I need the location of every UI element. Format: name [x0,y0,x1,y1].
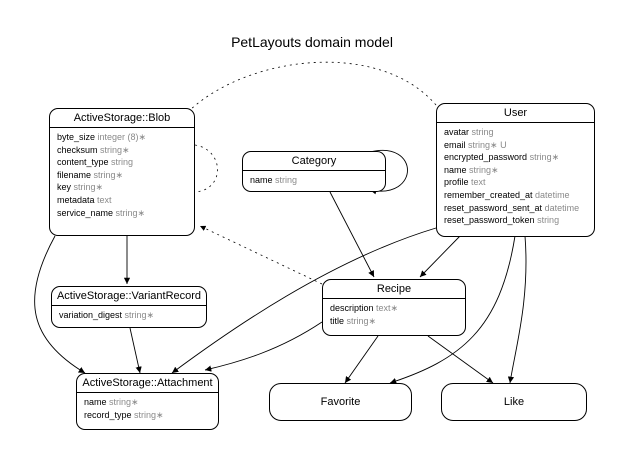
attribute-type: string∗ [97,144,130,155]
edge-user-favorite [389,235,516,385]
attribute-type: string∗ [122,310,155,320]
entity-attachment: ActiveStorage::Attachment name string∗re… [76,373,219,430]
attribute-type: string∗ [71,182,104,193]
edge-user-attachment [171,227,437,374]
attribute-name: filename [57,169,92,180]
attribute-name: email [444,139,466,150]
attribute-row: profile text [444,176,594,189]
attribute-row: byte_size integer (8)∗ [57,131,194,144]
attribute-name: service_name [57,207,114,218]
entity-variant-record-attributes: variation_digest string∗ [52,306,206,322]
attribute-row: name string∗ [444,164,594,177]
attribute-name: name [84,397,107,407]
edge-user-recipe [419,235,461,278]
attribute-type: string∗ [91,169,124,180]
attribute-type: integer (8)∗ [95,132,147,142]
attribute-name: profile [444,177,469,188]
attribute-name: variation_digest [59,310,123,320]
attribute-row: record_type string∗ [84,409,218,422]
attribute-row: variation_digest string∗ [59,309,206,322]
attribute-name: reset_password_token [444,215,535,226]
edge-user-blob-dotted [189,61,437,111]
entity-recipe-name: Recipe [323,280,465,299]
entity-category-attributes: name string [243,171,385,187]
attribute-name: name [250,175,273,185]
attribute-row: description text∗ [330,302,465,315]
edge-blob-self-dotted [194,144,218,193]
attribute-type: string [108,157,134,168]
attribute-row: encrypted_password string∗ [444,151,594,164]
attribute-type: text [468,177,486,188]
entity-attachment-name: ActiveStorage::Attachment [77,374,218,393]
edge-user-like [507,235,527,384]
attribute-type: datetime [532,189,570,200]
attribute-row: reset_password_sent_at datetime [444,202,594,215]
attribute-type: string∗ U [465,139,507,150]
attribute-type: string∗ [113,207,146,218]
attribute-type: string∗ [106,397,139,407]
attribute-name: avatar [444,127,470,137]
attribute-row: filename string∗ [57,169,194,182]
attribute-row: remember_created_at datetime [444,189,594,202]
attribute-row: service_name string∗ [57,207,194,220]
entity-recipe: Recipe description text∗title string∗ [322,279,466,336]
entity-variant-record-name: ActiveStorage::VariantRecord [52,287,206,306]
edge-recipe-like [427,335,494,384]
entity-attachment-attributes: name string∗record_type string∗ [77,393,218,421]
attribute-row: title string∗ [330,315,465,328]
attribute-type: string [534,215,560,226]
attribute-row: name string [250,174,385,187]
attribute-type: datetime [542,202,580,213]
attribute-name: description [330,303,374,313]
attribute-row: avatar string [444,126,594,139]
edge-category-recipe [329,191,375,278]
attribute-name: reset_password_sent_at [444,202,543,213]
edge-recipe-attachment [204,321,323,372]
attribute-name: key [57,182,72,193]
attribute-type: string∗ [131,409,164,420]
entity-recipe-attributes: description text∗title string∗ [323,299,465,327]
attribute-name: name [444,164,467,175]
attribute-name: title [330,315,345,326]
attribute-name: record_type [84,409,132,420]
entity-category: Category name string [242,151,386,192]
attribute-name: content_type [57,157,109,168]
entity-blob-attributes: byte_size integer (8)∗checksum string∗co… [50,128,194,219]
entity-variant-record: ActiveStorage::VariantRecord variation_d… [51,286,207,328]
attribute-name: metadata [57,194,95,205]
edge-category-self [369,149,408,195]
entity-user-name: User [437,104,594,123]
entity-category-name: Category [243,152,385,171]
attribute-name: byte_size [57,132,96,142]
attribute-type: string∗ [344,315,377,326]
entity-like: Like [441,383,587,421]
edge-recipe-favorite [344,335,379,384]
entity-blob-name: ActiveStorage::Blob [50,109,194,128]
attribute-name: checksum [57,144,98,155]
attribute-type: string [272,175,298,185]
attribute-row: name string∗ [84,396,218,409]
attribute-row: content_type string [57,156,194,169]
diagram-title: PetLayouts domain model [231,34,393,50]
entity-blob: ActiveStorage::Blob byte_size integer (8… [49,108,195,236]
attribute-row: key string∗ [57,181,194,194]
attribute-name: remember_created_at [444,189,533,200]
attribute-type: string [469,127,494,137]
attribute-row: metadata text [57,194,194,207]
edge-recipe-blob-dotted [199,225,323,285]
attribute-row: email string∗ U [444,139,594,152]
attribute-row: reset_password_token string [444,214,594,227]
entity-favorite: Favorite [269,383,412,421]
attribute-type: text∗ [373,303,399,313]
attribute-type: string∗ [527,152,560,163]
attribute-row: checksum string∗ [57,144,194,157]
attribute-type: string∗ [466,164,499,175]
edge-variantrecord-attachment [129,327,142,374]
attribute-type: text [94,194,112,205]
attribute-name: encrypted_password [444,152,528,163]
edge-blob-attachment [34,235,86,374]
